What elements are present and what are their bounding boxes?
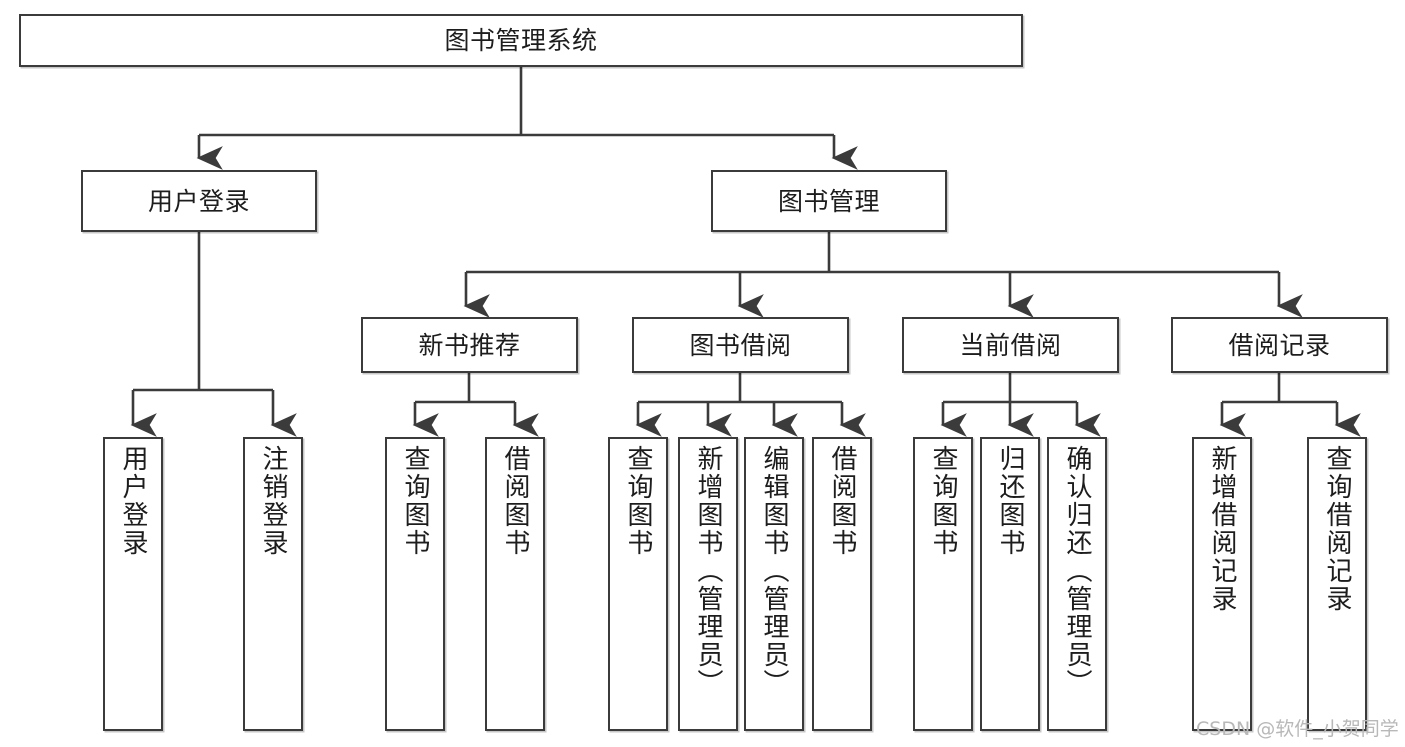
watermark-text: CSDN @软件_小贺同学 xyxy=(1196,718,1399,740)
node-label: 注销登录 xyxy=(258,445,288,557)
node-book-management[interactable]: 图书管理 xyxy=(711,170,947,232)
node-label: 当前借阅 xyxy=(959,330,1062,360)
leaf-current-borrow-confirm-return[interactable]: 确认归还（管理员） xyxy=(1047,437,1107,731)
node-root-book-management-system[interactable]: 图书管理系统 xyxy=(19,14,1023,67)
leaf-borrow-record-add[interactable]: 新增借阅记录 xyxy=(1192,437,1252,731)
node-label: 借阅图书 xyxy=(500,445,530,557)
node-label: 新增借阅记录 xyxy=(1207,445,1237,613)
node-label: 查询图书 xyxy=(928,445,958,557)
node-borrow-records[interactable]: 借阅记录 xyxy=(1171,317,1388,373)
node-label: 查询图书 xyxy=(623,445,653,557)
leaf-current-borrow-query[interactable]: 查询图书 xyxy=(913,437,973,731)
node-current-borrow[interactable]: 当前借阅 xyxy=(902,317,1119,373)
node-label: 新书推荐 xyxy=(418,330,521,360)
node-label: 图书管理 xyxy=(777,186,880,216)
node-label: 确认归还（管理员） xyxy=(1062,445,1092,697)
node-new-book-recommend[interactable]: 新书推荐 xyxy=(361,317,578,373)
leaf-borrow-record-query[interactable]: 查询借阅记录 xyxy=(1307,437,1367,731)
node-label: 归还图书 xyxy=(995,445,1025,557)
leaf-user-login-signin[interactable]: 用户登录 xyxy=(103,437,163,731)
leaf-new-book-borrow[interactable]: 借阅图书 xyxy=(485,437,545,731)
node-label: 借阅图书 xyxy=(827,445,857,557)
node-label: 查询借阅记录 xyxy=(1322,445,1352,613)
leaf-book-borrow-query[interactable]: 查询图书 xyxy=(608,437,668,731)
node-label: 图书借阅 xyxy=(689,330,792,360)
node-label: 查询图书 xyxy=(400,445,430,557)
leaf-new-book-query[interactable]: 查询图书 xyxy=(385,437,445,731)
node-book-borrow[interactable]: 图书借阅 xyxy=(632,317,849,373)
node-label: 用户登录 xyxy=(147,186,250,216)
node-label: 新增图书（管理员） xyxy=(693,445,723,697)
node-label: 借阅记录 xyxy=(1228,330,1331,360)
node-label: 图书管理系统 xyxy=(444,26,598,55)
leaf-current-borrow-return[interactable]: 归还图书 xyxy=(980,437,1040,731)
leaf-book-borrow-edit[interactable]: 编辑图书（管理员） xyxy=(744,437,804,731)
leaf-book-borrow-add[interactable]: 新增图书（管理员） xyxy=(678,437,738,731)
node-label: 用户登录 xyxy=(118,445,148,557)
node-user-login[interactable]: 用户登录 xyxy=(81,170,317,232)
node-label: 编辑图书（管理员） xyxy=(759,445,789,697)
leaf-user-login-signout[interactable]: 注销登录 xyxy=(243,437,303,731)
leaf-book-borrow-lend[interactable]: 借阅图书 xyxy=(812,437,872,731)
